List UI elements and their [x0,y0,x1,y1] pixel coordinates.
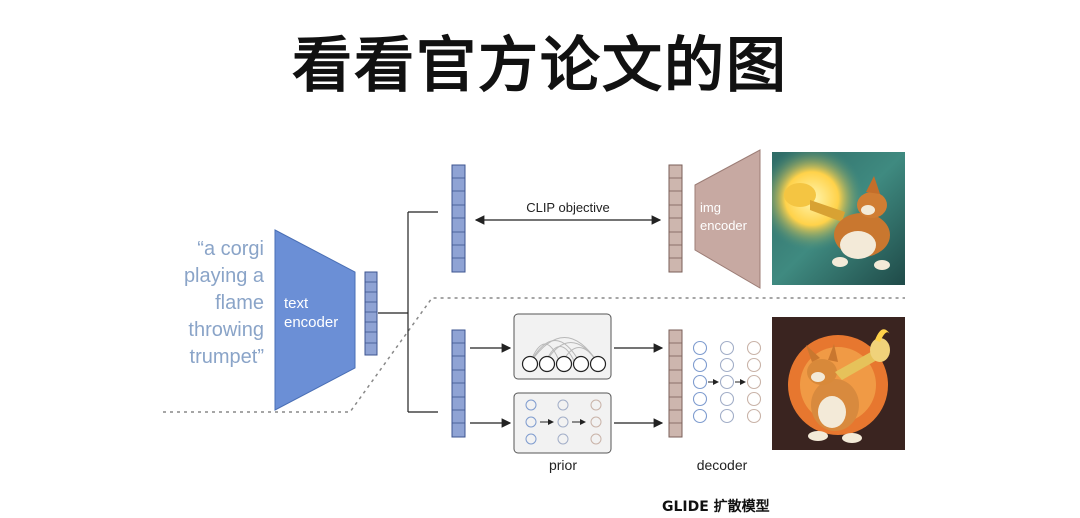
decoder-diffusion-grid [692,340,762,424]
predicted-image-embedding [668,329,683,438]
text-embedding-vector [364,271,378,356]
prompt-line: playing a [183,265,264,287]
corgi-trumpet-clip-image [772,152,905,285]
corgi-trumpet-generated-image [772,317,905,450]
img-encoder-block [694,149,761,289]
text-prompt: “a corgi playing a flame throwing trumpe… [160,236,264,371]
dashed-separator [163,297,905,413]
top-text-embedding [451,164,466,273]
autoregressive-prior-box [513,313,612,380]
text-encoder-label: encoder [284,314,338,331]
image-embedding-vector [668,164,683,273]
prompt-line: “a corgi [197,238,264,260]
bottom-text-embedding [451,329,466,438]
clip-objective-label: CLIP objective [526,200,610,215]
prior-label: prior [549,457,577,473]
text-encoder-label: text [284,295,309,312]
img-encoder-label: encoder [700,218,748,233]
prompt-line: trumpet” [189,346,264,368]
img-encoder-label: img [700,200,721,215]
prompt-line: throwing [188,319,264,341]
branch-bracket [378,211,438,413]
decoder-label: decoder [697,457,748,473]
slide-title: 看看官方论文的图 [292,31,788,101]
prompt-line: flame [215,292,264,314]
text-encoder-block [274,229,356,411]
diffusion-prior-box [513,392,612,454]
caption: GLIDE 扩散模型 [662,499,770,515]
